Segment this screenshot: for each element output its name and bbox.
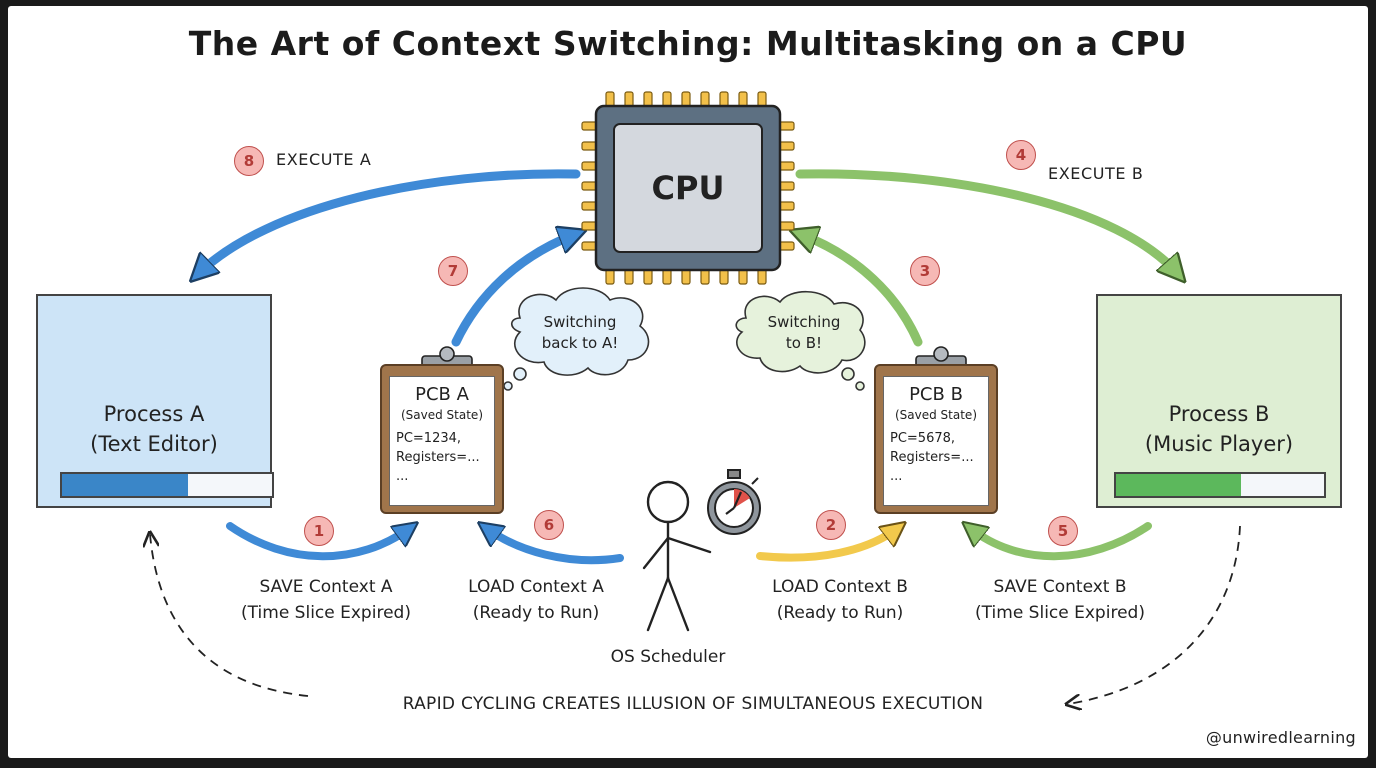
- pcb-a-title: PCB A: [415, 384, 469, 405]
- step-label-save-context-a: SAVE Context A (Time Slice Expired): [226, 574, 426, 626]
- bubble-left-text: Switching back to A!: [518, 312, 642, 354]
- pcb-b-clipboard: PCB B (Saved State) PC=5678, Registers=.…: [874, 364, 998, 514]
- pcb-b-subtitle: (Saved State): [894, 408, 977, 422]
- arrow-load-context-a: [486, 528, 624, 565]
- arrow-execute-a: [198, 169, 581, 274]
- process-a-progress: [60, 472, 274, 498]
- save-b-line2: (Time Slice Expired): [975, 603, 1145, 623]
- save-a-line1: SAVE Context A: [259, 577, 393, 597]
- bubble-right-line2: to B!: [785, 334, 823, 352]
- dashed-cycle-left: [150, 534, 309, 697]
- pcb-b-line1: PC=5678,: [890, 431, 956, 446]
- pcb-a-clipboard: PCB A (Saved State) PC=1234, Registers=.…: [380, 364, 504, 514]
- load-a-line2: (Ready to Run): [472, 603, 600, 623]
- step-label-load-context-a: LOAD Context A (Ready to Run): [444, 574, 628, 626]
- credit-handle: @unwiredlearning: [1205, 728, 1356, 747]
- load-b-line2: (Ready to Run): [776, 603, 904, 623]
- process-b-subtitle: (Music Player): [1144, 432, 1294, 456]
- page-title: The Art of Context Switching: Multitaski…: [188, 24, 1188, 63]
- step-badge-1: 1: [304, 516, 334, 546]
- load-b-line1: LOAD Context B: [772, 577, 908, 597]
- save-b-line1: SAVE Context B: [993, 577, 1127, 597]
- process-b-progress-fill: [1116, 474, 1241, 496]
- pcb-a-line1: PC=1234,: [396, 431, 462, 446]
- step-badge-3: 3: [910, 256, 940, 286]
- arrow-save-context-b: [970, 526, 1152, 561]
- process-b-name: Process B: [1168, 402, 1270, 426]
- step-label-save-context-b: SAVE Context B (Time Slice Expired): [960, 574, 1160, 626]
- pcb-b-line2: Registers=...: [890, 450, 974, 465]
- scheduler-label: OS Scheduler: [610, 647, 726, 667]
- pcb-b-title: PCB B: [909, 384, 963, 405]
- arrow-pcb-a-to-cpu: [451, 234, 576, 347]
- arrow-execute-b: [795, 169, 1178, 274]
- pcb-a-line3: ...: [396, 469, 409, 484]
- process-b-box: Process B (Music Player): [1096, 294, 1342, 508]
- bubble-right-line1: Switching: [767, 313, 841, 331]
- footer-note: RAPID CYCLING CREATES ILLUSION OF SIMULT…: [402, 694, 984, 714]
- process-a-name: Process A: [103, 402, 205, 426]
- step-badge-8: 8: [234, 146, 264, 176]
- step-label-execute-a: EXECUTE A: [276, 150, 372, 169]
- process-a-subtitle: (Text Editor): [90, 432, 218, 456]
- bubble-left-line2: back to A!: [541, 334, 619, 352]
- bubble-left-line1: Switching: [543, 313, 617, 331]
- cpu-label: CPU: [651, 169, 725, 207]
- pcb-b-line3: ...: [890, 469, 903, 484]
- thought-bubble-left: [503, 287, 650, 391]
- arrow-pcb-b-to-cpu: [800, 234, 923, 347]
- step-badge-2: 2: [816, 510, 846, 540]
- stopwatch-icon: [707, 469, 761, 535]
- arrow-load-context-b: [756, 528, 898, 562]
- scheduler-figure: [642, 480, 712, 632]
- dashed-cycle-right: [1068, 525, 1241, 704]
- process-b-progress: [1114, 472, 1326, 498]
- step-label-execute-b: EXECUTE B: [1048, 164, 1144, 183]
- pcb-a-paper: PCB A (Saved State) PC=1234, Registers=.…: [389, 376, 495, 506]
- pcb-a-line2: Registers=...: [396, 450, 480, 465]
- step-badge-4: 4: [1006, 140, 1036, 170]
- step-badge-7: 7: [438, 256, 468, 286]
- pcb-b-paper: PCB B (Saved State) PC=5678, Registers=.…: [883, 376, 989, 506]
- step-badge-6: 6: [534, 510, 564, 540]
- save-a-line2: (Time Slice Expired): [241, 603, 411, 623]
- thought-bubble-right: [735, 291, 866, 391]
- process-a-progress-fill: [62, 474, 188, 496]
- pcb-a-subtitle: (Saved State): [400, 408, 483, 422]
- process-a-box: Process A (Text Editor): [36, 294, 274, 508]
- cpu-chip: [581, 91, 795, 285]
- diagram-canvas: The Art of Context Switching: Multitaski…: [8, 6, 1368, 758]
- step-label-load-context-b: LOAD Context B (Ready to Run): [748, 574, 932, 626]
- arrow-save-context-a: [226, 526, 410, 561]
- step-badge-5: 5: [1048, 516, 1078, 546]
- load-a-line1: LOAD Context A: [468, 577, 604, 597]
- bubble-right-text: Switching to B!: [744, 312, 864, 354]
